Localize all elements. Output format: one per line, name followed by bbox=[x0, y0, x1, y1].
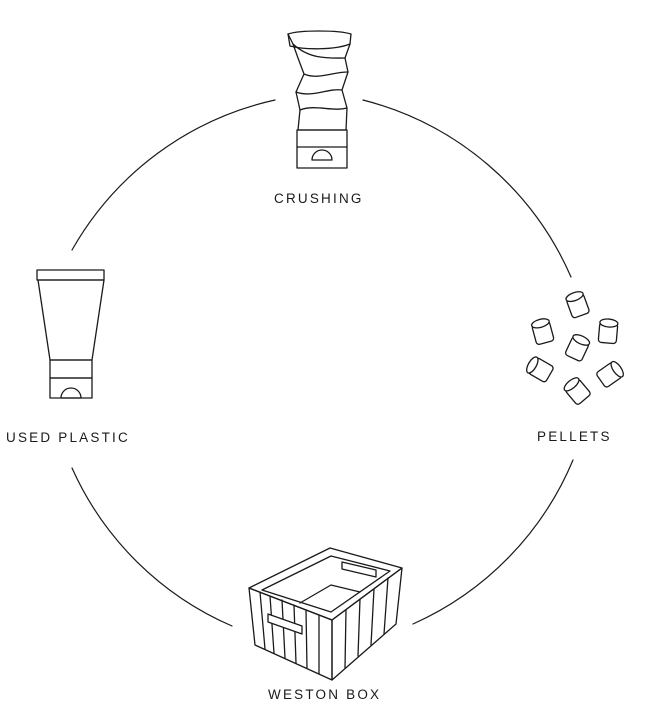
stage-label-pellets: PELLETS bbox=[537, 429, 612, 444]
arc-used-plastic-to-crushing bbox=[71, 99, 276, 251]
arc-crushing-to-pellets bbox=[362, 99, 572, 278]
crate-box-icon bbox=[248, 547, 403, 681]
arc-pellets-to-weston-box bbox=[412, 459, 574, 625]
arc-weston-box-to-used-plastic bbox=[71, 467, 233, 627]
stage-label-weston-box: WESTON BOX bbox=[268, 687, 382, 702]
plastic-tube-icon bbox=[36, 269, 105, 399]
crushed-tube-icon bbox=[287, 30, 352, 169]
stage-label-used-plastic: USED PLASTIC bbox=[6, 430, 130, 445]
pellets-icon bbox=[526, 291, 624, 405]
stage-label-crushing: CRUSHING bbox=[274, 191, 364, 206]
